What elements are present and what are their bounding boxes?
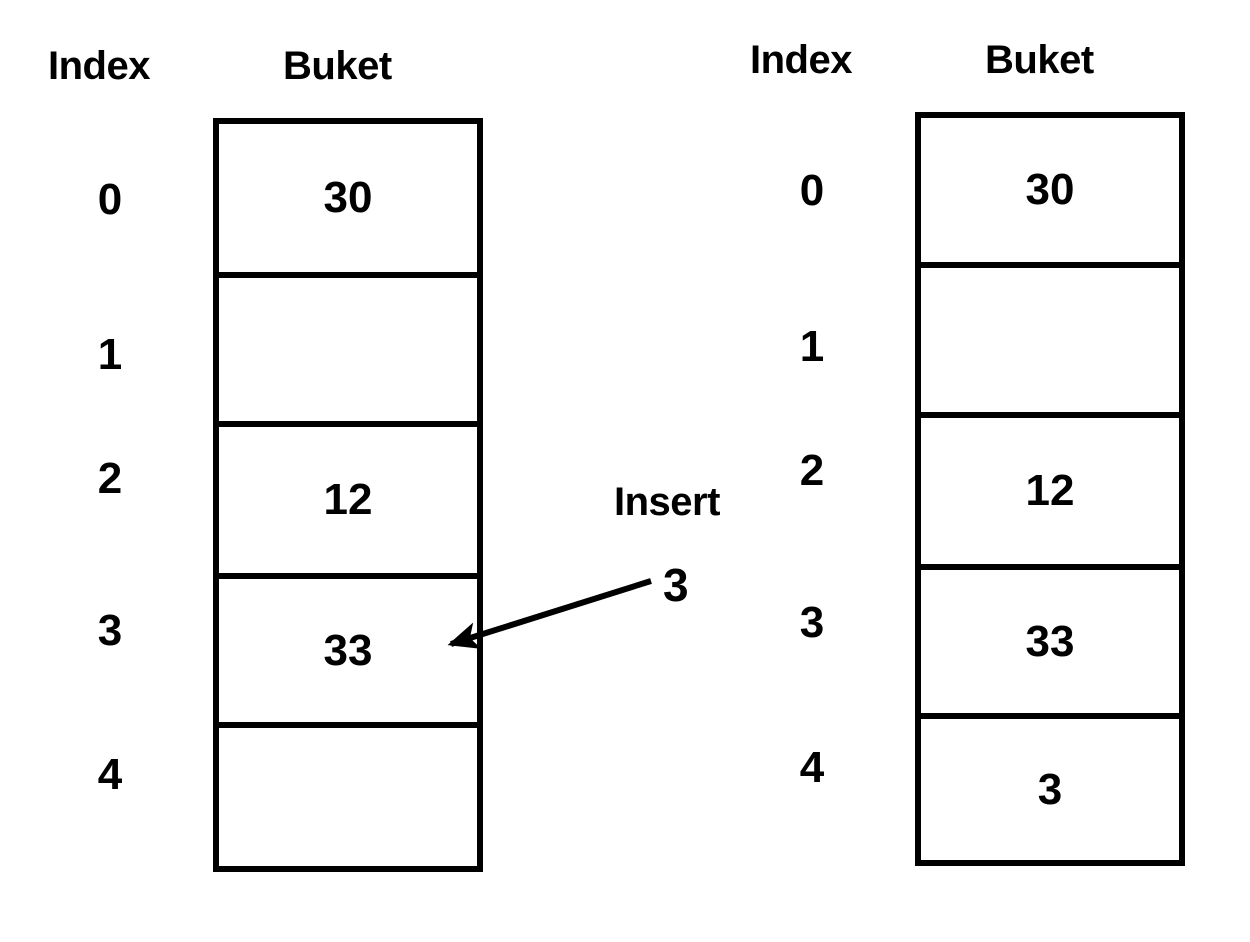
left-index-label-0: 0: [97, 175, 123, 224]
left-index-label-3: 3: [97, 606, 123, 655]
insert-value: 3: [663, 559, 689, 611]
right-bucket-cell-3[interactable]: 33: [921, 570, 1179, 719]
right-bucket-cell-4[interactable]: 3: [921, 719, 1179, 860]
right-bucket-value-0: 30: [1025, 165, 1075, 214]
right-index-label-2: 2: [799, 446, 825, 495]
right-bucket-cell-1[interactable]: [921, 268, 1179, 418]
left-bucket-table: 30 12 33: [213, 118, 483, 872]
left-bucket-value-3: 33: [323, 625, 373, 675]
right-index-label-0: 0: [799, 166, 825, 215]
left-bucket-cell-2[interactable]: 12: [219, 427, 477, 579]
left-bucket-value-0: 30: [323, 173, 373, 222]
right-index-label-1: 1: [799, 322, 825, 371]
left-bucket-column-header: Buket: [283, 44, 392, 88]
left-bucket-value-2: 12: [323, 475, 373, 524]
right-index-column-header: Index: [750, 38, 852, 82]
left-bucket-cell-3[interactable]: 33: [219, 579, 477, 728]
left-bucket-cell-4[interactable]: [219, 728, 477, 866]
right-bucket-cell-2[interactable]: 12: [921, 418, 1179, 570]
left-bucket-cell-1[interactable]: [219, 278, 477, 427]
right-bucket-value-3: 33: [1025, 616, 1075, 666]
left-index-column-header: Index: [48, 44, 150, 88]
right-bucket-table: 30 12 33 3: [915, 112, 1185, 866]
left-index-label-4: 4: [97, 750, 123, 799]
left-index-label-1: 1: [97, 330, 123, 379]
left-bucket-cell-0[interactable]: 30: [219, 124, 477, 278]
right-index-label-4: 4: [799, 743, 825, 792]
right-bucket-value-4: 3: [1037, 764, 1063, 814]
insert-label: Insert: [614, 480, 720, 524]
right-bucket-value-2: 12: [1025, 466, 1075, 515]
right-bucket-cell-0[interactable]: 30: [921, 118, 1179, 268]
left-index-label-2: 2: [97, 454, 123, 503]
right-index-label-3: 3: [799, 598, 825, 647]
right-bucket-column-header: Buket: [985, 38, 1094, 82]
